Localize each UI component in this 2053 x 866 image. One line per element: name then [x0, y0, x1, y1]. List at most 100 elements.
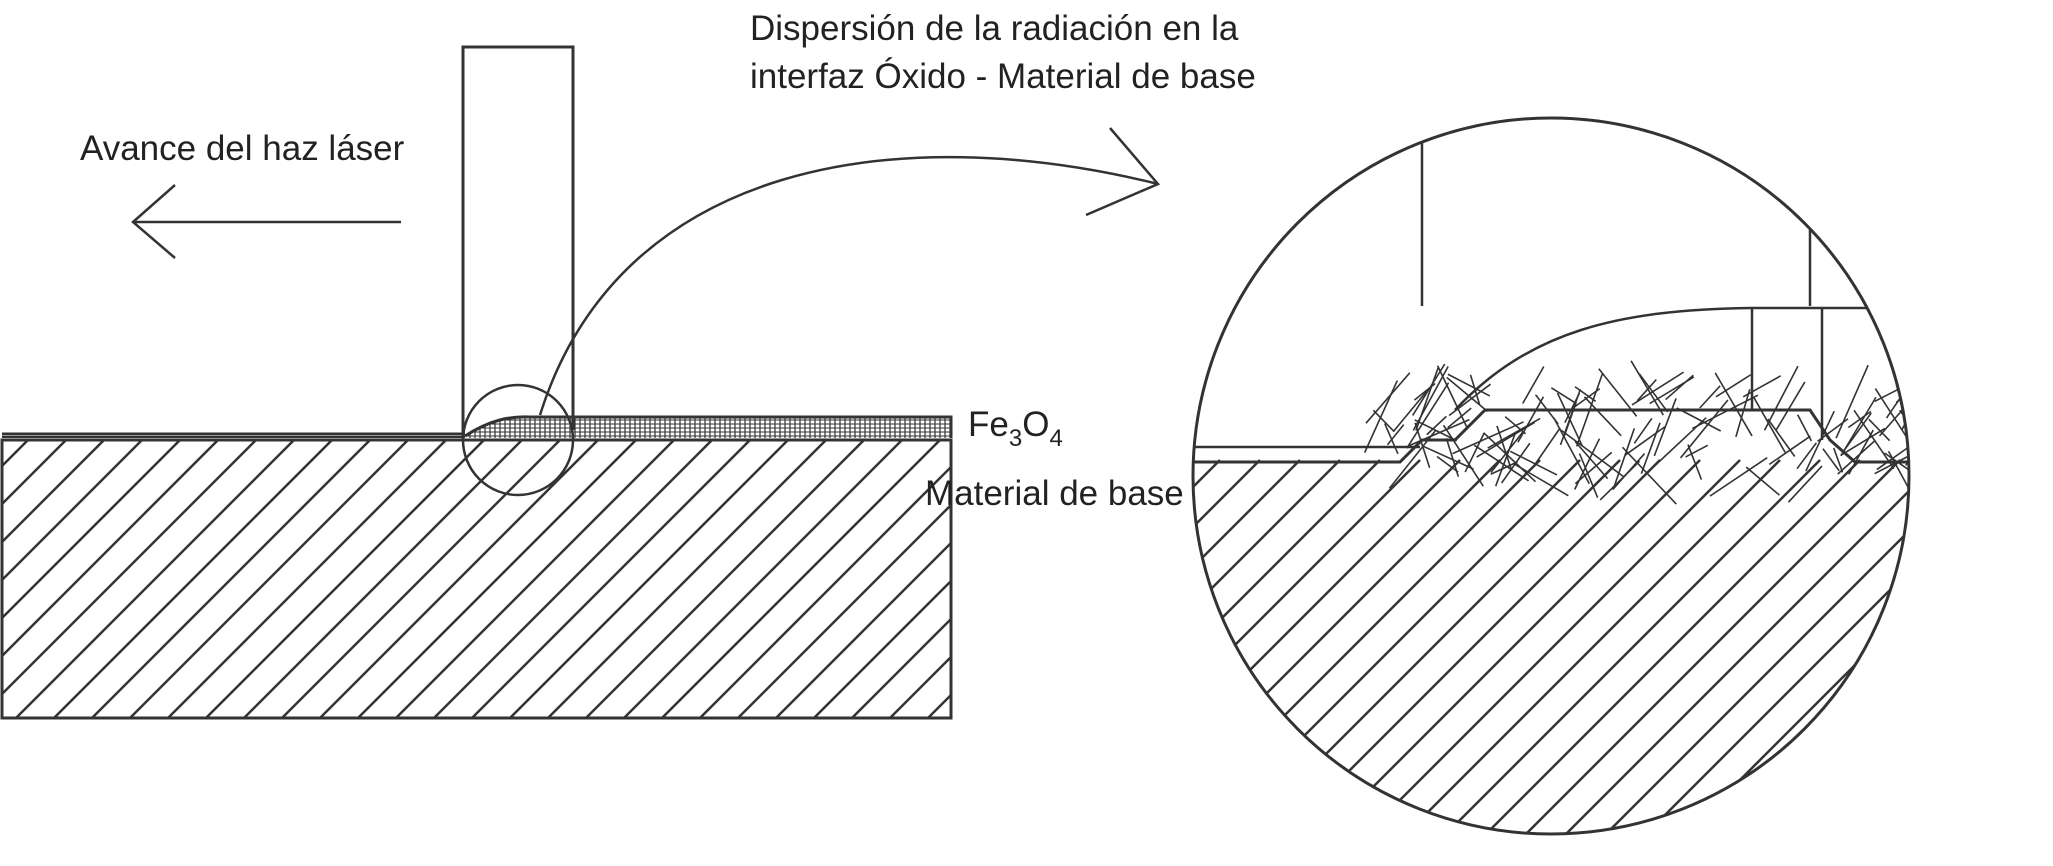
- scatter-ray: [1509, 450, 1558, 476]
- hatch-line: [698, 465, 951, 718]
- magnified-hatch-line: [1699, 459, 1909, 834]
- scatter-ray: [1621, 446, 1677, 505]
- magnified-base-hatch: [740, 459, 1909, 861]
- magnification-circle: [461, 383, 575, 497]
- scatter-ray: [1633, 417, 1653, 444]
- magnified-view: [740, 116, 1911, 861]
- scatter-ray: [1496, 425, 1513, 470]
- scatter-ray: [1709, 457, 1768, 497]
- scatter-ray: [1522, 366, 1545, 404]
- scatter-ray: [1483, 432, 1537, 483]
- hatch-line: [394, 440, 676, 718]
- scatter-ray: [1874, 456, 1908, 475]
- scatter-ray: [1442, 424, 1484, 487]
- hatch-line: [90, 440, 372, 718]
- oxide-layer-right: [464, 415, 953, 438]
- advance-arrow: [131, 184, 401, 259]
- scatter-ray: [1653, 398, 1677, 457]
- oxide-texture: [465, 416, 951, 438]
- hatch-line: [2, 440, 144, 582]
- scatter-ray: [1685, 444, 1709, 458]
- oxide-formula-sub4: 4: [1049, 425, 1062, 452]
- magnified-hatch-line: [1193, 459, 1541, 834]
- scatter-ray: [1895, 369, 1909, 404]
- scatter-ray: [1654, 417, 1707, 467]
- scatter-ray: [1885, 352, 1909, 419]
- scatter-ray: [1874, 388, 1909, 443]
- magnified-hatch-line: [1899, 459, 1909, 834]
- hatch-line: [2, 440, 182, 620]
- scatter-ray: [1445, 437, 1460, 477]
- scatter-ray: [1832, 447, 1844, 473]
- scatter-ray: [1884, 452, 1909, 478]
- advance-label: Avance del haz láser: [80, 129, 405, 168]
- scatter-ray: [1578, 453, 1599, 498]
- scatter-ray: [1365, 372, 1411, 424]
- scatter-ray: [1679, 399, 1729, 459]
- scatter-ray: [1473, 444, 1530, 482]
- oxide-formula-sub3: 3: [1009, 425, 1022, 452]
- hatch-line: [546, 440, 828, 718]
- hatch-line: [166, 440, 448, 718]
- scatter-ray: [1553, 417, 1591, 485]
- scatter-label-line2: interfaz Óxido - Material de base: [750, 57, 1256, 96]
- hatch-line: [736, 503, 951, 718]
- scatter-ray: [1436, 455, 1459, 473]
- scatter-ray: [1392, 389, 1429, 433]
- scatter-ray: [1624, 426, 1666, 457]
- scatter-ray: [1494, 431, 1517, 487]
- scatter-ray: [1787, 465, 1823, 503]
- oxide-layer-outline: [464, 415, 953, 438]
- scatter-ray: [1805, 410, 1835, 472]
- scatter-ray: [1699, 385, 1721, 409]
- scatter-ray: [1822, 448, 1840, 472]
- hatch-line: [508, 440, 790, 718]
- scatter-ray: [1383, 423, 1399, 455]
- scatter-ray: [1533, 427, 1561, 466]
- magnified-hatch-line: [1193, 459, 1221, 834]
- scatter-ray: [1847, 410, 1872, 429]
- oxide-film-left: [2, 432, 465, 438]
- magnified-hatch-line: [740, 460, 1180, 861]
- scatter-ray: [1448, 383, 1491, 417]
- scatter-ray: [1631, 371, 1685, 406]
- scatter-ray: [1386, 424, 1405, 446]
- hatch-line: [2, 440, 220, 658]
- scatter-ray: [1414, 422, 1431, 469]
- scatter-ray: [1575, 373, 1604, 447]
- hatch-line: [356, 440, 638, 718]
- radiation-scatter-lines: [1363, 352, 1909, 505]
- scatter-ray: [1556, 392, 1584, 447]
- scatter-ray: [1363, 380, 1399, 453]
- scatter-ray: [1406, 382, 1450, 449]
- scatter-ray: [1568, 387, 1601, 412]
- scatter-ray: [1423, 445, 1474, 470]
- magnified-hatch-line: [1739, 459, 1909, 834]
- scatter-ray: [1574, 451, 1613, 485]
- scatter-ray: [1665, 374, 1694, 401]
- hatch-line: [2, 440, 258, 696]
- base-material-label: Material de base: [925, 474, 1184, 513]
- scatter-ray: [1649, 376, 1695, 405]
- hatch-line: [280, 440, 562, 718]
- hatch-line: [2, 440, 68, 506]
- scatter-ray: [1840, 396, 1877, 457]
- scatter-ray: [1752, 396, 1786, 453]
- scatter-ray: [1574, 386, 1597, 402]
- zoom-connector-arrow: [538, 127, 1161, 416]
- base-material-outline: [0, 438, 953, 720]
- scatter-ray: [1687, 444, 1703, 480]
- magnified-hatch-line: [1193, 459, 1261, 834]
- scatter-ray: [1775, 381, 1806, 431]
- magnified-hatch-line: [1499, 459, 1909, 834]
- scatter-ray: [1598, 368, 1638, 417]
- hatch-line: [622, 440, 904, 718]
- scatter-ray: [1464, 432, 1486, 473]
- hatch-line: [128, 440, 410, 718]
- scatter-ray: [1868, 418, 1891, 442]
- scatter-ray: [1388, 429, 1437, 489]
- scatter-ray: [1676, 407, 1722, 432]
- scatter-ray: [1612, 453, 1646, 491]
- magnified-oxide-top: [1454, 306, 1909, 411]
